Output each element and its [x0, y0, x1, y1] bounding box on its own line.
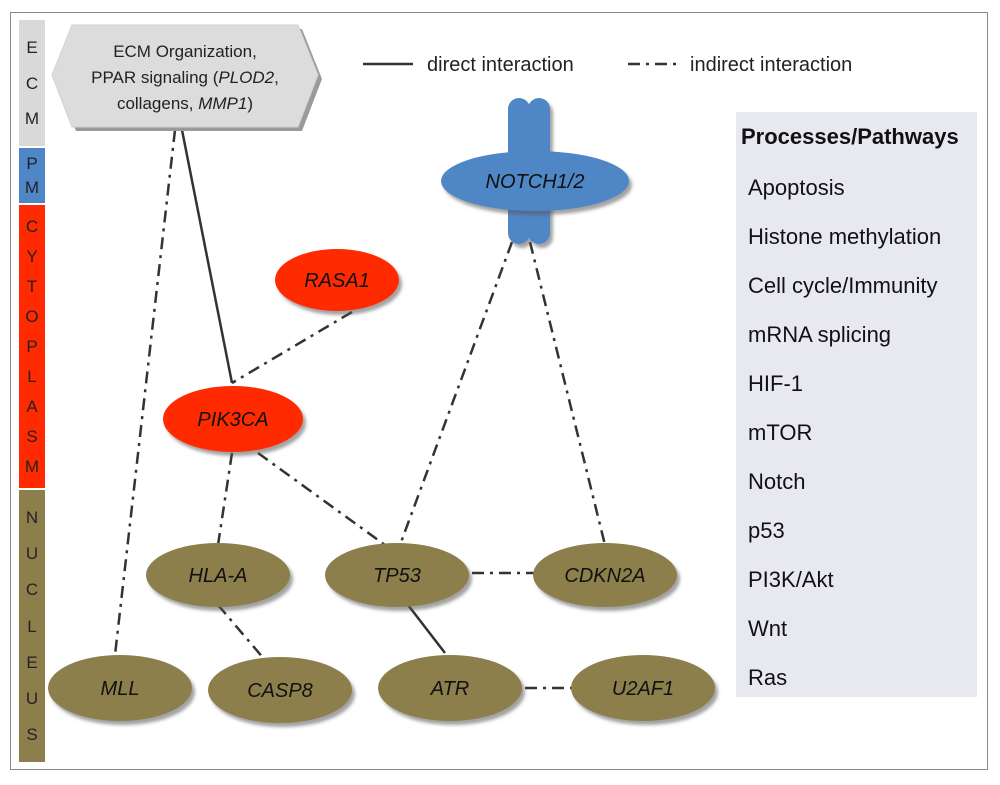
process-item: Notch [748, 469, 806, 494]
process-item: Histone methylation [748, 224, 942, 249]
edge-notch-tp53 [398, 241, 514, 546]
legend: direct interaction indirect interaction [363, 54, 852, 76]
node-hla-a-label: HLA-A [189, 565, 248, 587]
edge-hla-a-casp8 [217, 604, 266, 661]
process-item: HIF-1 [748, 371, 803, 396]
compartment-letter: P [26, 337, 38, 356]
ecm-process-box: ECM Organization, PPAR signaling (PLOD2,… [51, 24, 322, 131]
svg-text:PPAR signaling (PLOD2,: PPAR signaling (PLOD2, [91, 68, 279, 87]
processes-title: Processes/Pathways [741, 124, 959, 149]
compartment-letter: C [25, 217, 39, 236]
node-casp8-label: CASP8 [247, 680, 313, 702]
process-item: Wnt [748, 616, 788, 641]
ecm-box-line2-suffix: , [274, 68, 279, 87]
svg-text:collagens, MMP1): collagens, MMP1) [117, 94, 253, 113]
process-item: mRNA splicing [748, 322, 892, 347]
figure-frame [10, 12, 988, 770]
node-atr: ATR [378, 655, 522, 721]
compartment-letter: P [26, 154, 38, 173]
node-atr-label: ATR [430, 678, 470, 700]
compartment-letter: S [26, 724, 38, 744]
compartment-letter: C [25, 580, 39, 600]
process-item: Ras [748, 665, 788, 690]
node-pik3ca-label: PIK3CA [197, 409, 268, 431]
node-rasa1: RASA1 [275, 249, 399, 311]
legend-direct-label: direct interaction [427, 54, 574, 76]
node-mll: MLL [48, 655, 192, 721]
ecm-box-line3-prefix: collagens, [117, 94, 198, 113]
edge-ecm-pik3ca [180, 129, 234, 384]
node-mll-label: MLL [101, 678, 140, 700]
ecm-box-line3-suffix: ) [247, 94, 253, 113]
edge-rasa1-pik3ca [231, 310, 353, 385]
svg-text:ECM Organization,: ECM Organization, [113, 42, 257, 61]
node-hla-a: HLA-A [146, 543, 290, 607]
node-cdkn2a: CDKN2A [533, 543, 677, 607]
compartment-letter: M [24, 109, 40, 129]
process-item: mTOR [748, 420, 813, 445]
edge-notch-cdkn2a [528, 241, 607, 546]
compartment-letter: E [26, 652, 38, 672]
compartment-letter: T [26, 277, 38, 296]
edge-ecm-mll [113, 129, 177, 656]
legend-indirect-label: indirect interaction [690, 54, 852, 76]
edge-pik3ca-tp53 [257, 451, 386, 547]
ecm-box-gene-plod2: PLOD2 [218, 68, 274, 87]
compartment-letter: M [24, 457, 40, 476]
edge-pik3ca-hla-a [216, 452, 234, 546]
ecm-box-gene-mmp1: MMP1 [198, 94, 247, 113]
edges [113, 129, 607, 690]
compartment-letter: C [25, 73, 39, 93]
node-u2af1-label: U2AF1 [612, 678, 674, 700]
edge-tp53-atr [407, 604, 446, 654]
node-cdkn2a-label: CDKN2A [564, 565, 645, 587]
node-notch: NOTCH1/2 [441, 98, 629, 244]
node-rasa1-label: RASA1 [304, 270, 370, 292]
node-u2af1: U2AF1 [571, 655, 715, 721]
compartment-letter: E [26, 37, 38, 57]
node-casp8: CASP8 [208, 657, 352, 723]
compartment-letter: U [25, 544, 39, 564]
compartment-letter: S [26, 427, 38, 446]
compartment-letter: L [27, 616, 37, 636]
node-notch-label: NOTCH1/2 [486, 171, 585, 193]
compartment-letter: Y [26, 247, 38, 266]
process-item: p53 [748, 518, 785, 543]
node-pik3ca: PIK3CA [163, 386, 303, 452]
compartment-letter: L [27, 367, 37, 386]
compartment-letter: N [25, 508, 39, 528]
process-item: PI3K/Akt [748, 567, 834, 592]
processes-panel [736, 112, 977, 697]
compartment-letter: U [25, 688, 39, 708]
compartment-letter: A [26, 397, 38, 416]
node-tp53: TP53 [325, 543, 469, 607]
ecm-box-line2-prefix: PPAR signaling ( [91, 68, 219, 87]
compartment-letter: O [25, 307, 39, 326]
process-item: Apoptosis [748, 175, 845, 200]
node-tp53-label: TP53 [373, 565, 421, 587]
ecm-box-line1: ECM Organization, [113, 42, 257, 61]
compartment-letter: M [24, 178, 40, 197]
process-item: Cell cycle/Immunity [748, 273, 938, 298]
